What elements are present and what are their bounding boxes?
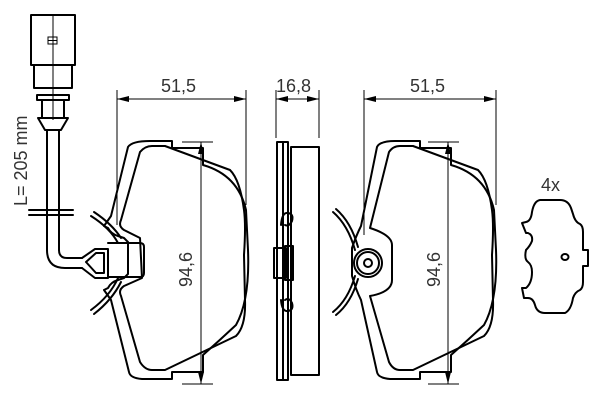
- pad-side-view-drawing: [273, 90, 320, 381]
- pad-right-width-label: 51,5: [410, 76, 446, 96]
- pad-right-drawing: [332, 90, 498, 385]
- pad-left-drawing: [90, 90, 250, 385]
- wear-sensor-wire: [28, 14, 109, 279]
- wire-length-label: L= 205 mm: [11, 115, 31, 206]
- shim-quantity-label: 4x: [541, 175, 561, 195]
- shim-drawing: [521, 199, 589, 314]
- pad-right-height-label: 94,6: [424, 251, 444, 287]
- pad-left-height-label: 94,6: [176, 251, 196, 287]
- pad-left-width-label: 51,5: [161, 76, 197, 96]
- side-thickness-label: 16,8: [276, 76, 312, 96]
